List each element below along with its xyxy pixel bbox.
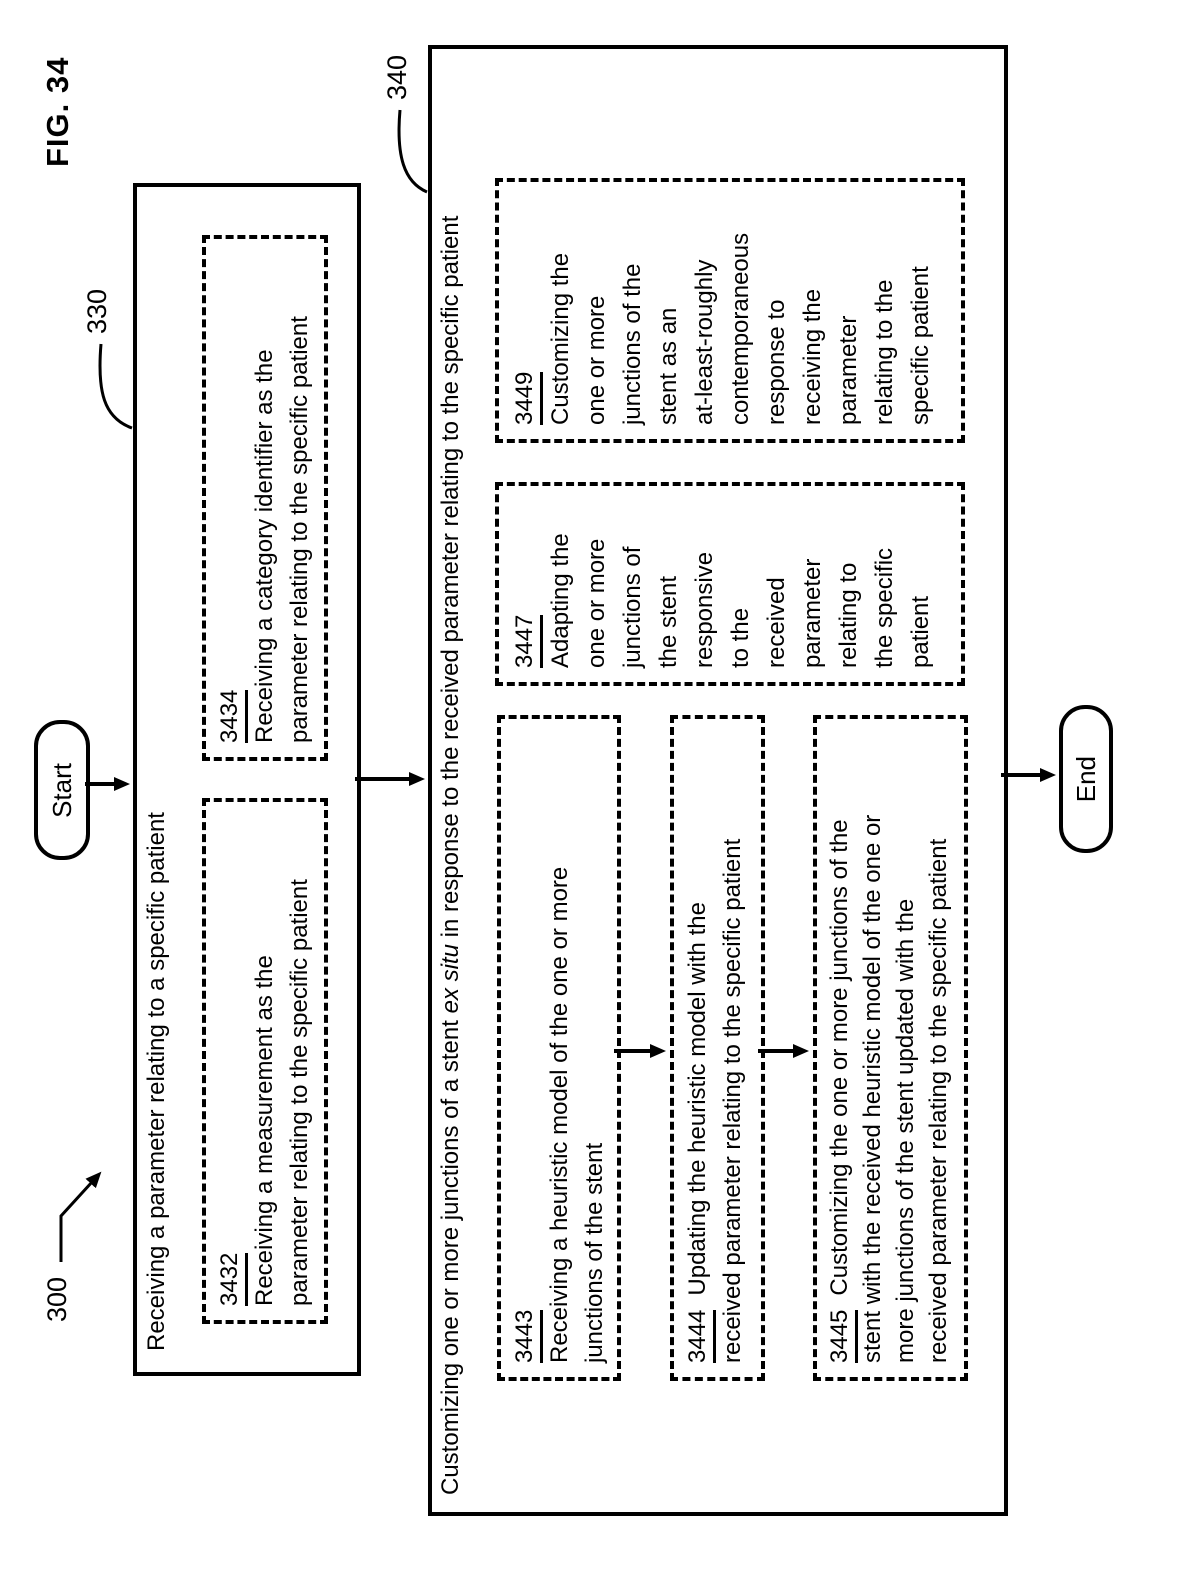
- text-line: junctions of the: [619, 263, 646, 425]
- text-line: junctions of: [619, 546, 646, 668]
- text-line: relating to the: [871, 279, 898, 425]
- text-line: received: [763, 577, 790, 668]
- text-line: junctions of the stent: [581, 1142, 608, 1363]
- step-3444-ref: 3444: [684, 1309, 716, 1363]
- figure-title: FIG. 34: [40, 56, 75, 168]
- text-line: parameter: [799, 558, 826, 668]
- text-line: more junctions of the stent updated with…: [892, 898, 919, 1363]
- step-3432-content: 3432 Receiving a measurement as the param…: [206, 802, 324, 1320]
- text-line: one or more: [583, 538, 610, 668]
- text-line: relating to: [835, 562, 862, 668]
- text-line: stent with the received heuristic model …: [859, 814, 886, 1363]
- text-line: Receiving a measurement as the: [251, 955, 278, 1306]
- step-ref-line: 3432: [212, 802, 248, 1306]
- text-line: received parameter relating to the speci…: [925, 838, 952, 1363]
- step-3445-content: 3445 Customizing the one or more junction…: [817, 719, 964, 1377]
- step-3444-box: 3444 Updating the heuristic model with th…: [670, 715, 765, 1381]
- step-ref-line: 3449: [507, 182, 543, 425]
- ref-label-300: 300: [42, 1276, 72, 1322]
- text-line: patient: [907, 595, 934, 668]
- step-ref-line: 3447: [507, 486, 543, 668]
- text-line: at-least-roughly: [691, 259, 718, 425]
- step-first-line: 3444 Updating the heuristic model with th…: [680, 719, 716, 1363]
- text-line: the stent: [655, 575, 682, 668]
- text-line: the specific: [871, 547, 898, 668]
- text-line: responsive: [691, 551, 718, 668]
- step-3447-ref: 3447: [511, 614, 543, 668]
- text-line: parameter relating to the specific patie…: [286, 316, 313, 743]
- step-340-title-post: in response to the received parameter re…: [437, 215, 464, 945]
- text-line: stent as an: [655, 307, 682, 425]
- step-3445-box: 3445 Customizing the one or more junction…: [813, 715, 968, 1381]
- text-line: Receiving a heuristic model of the one o…: [546, 866, 573, 1363]
- text-line: to the: [727, 607, 754, 668]
- text-line: receiving the: [799, 288, 826, 425]
- step-3432-box: 3432 Receiving a measurement as the param…: [202, 798, 328, 1324]
- text-line: parameter relating to the specific patie…: [286, 879, 313, 1306]
- step-3449-ref: 3449: [511, 371, 543, 425]
- step-3443-box: 3443 Receiving a heuristic model of the …: [497, 715, 621, 1381]
- step-3445-ref: 3445: [826, 1309, 858, 1363]
- step-3445-first-text: Customizing the one or more junctions of…: [826, 819, 853, 1296]
- step-first-line: 3445 Customizing the one or more junction…: [823, 719, 858, 1363]
- step-3434-content: 3434 Receiving a category identifier as …: [206, 239, 324, 757]
- text-line: contemporaneous: [727, 232, 754, 425]
- step-ref-line: 3434: [212, 239, 248, 743]
- ref-label-330: 330: [82, 288, 112, 334]
- end-node: End: [1059, 705, 1113, 853]
- step-340-title-pre: Customizing one or more junctions of a s…: [437, 1013, 464, 1495]
- step-340-title-italic: ex situ: [437, 944, 464, 1014]
- leader-curve-340: [397, 109, 428, 194]
- step-3447-box: 3447 Adapting the one or more junctions of…: [495, 482, 965, 686]
- text-line: received parameter relating to the speci…: [719, 838, 746, 1363]
- step-3443-content: 3443 Receiving a heuristic model of the …: [501, 719, 617, 1377]
- step-3449-content: 3449 Customizing the one or more junctions…: [499, 182, 961, 439]
- step-340-title: Customizing one or more junctions of a s…: [437, 105, 479, 1495]
- text-line: Adapting the: [547, 533, 574, 668]
- step-3443-ref: 3443: [511, 1309, 543, 1363]
- ref-label-340: 340: [382, 54, 412, 100]
- step-3449-box: 3449 Customizing the one or more junctions…: [495, 178, 965, 443]
- step-3432-ref: 3432: [216, 1252, 248, 1306]
- leader-arrow-300: [59, 1171, 102, 1262]
- step-3444-content: 3444 Updating the heuristic model with th…: [674, 719, 761, 1377]
- step-330-title: Receiving a parameter relating to a spec…: [143, 812, 170, 1351]
- text-line: one or more: [583, 295, 610, 425]
- text-line: Receiving a category identifier as the: [251, 349, 278, 743]
- text-line: Customizing the: [547, 252, 574, 425]
- start-label: Start: [46, 762, 77, 818]
- text-line: response to: [763, 299, 790, 425]
- step-3434-ref: 3434: [216, 689, 248, 743]
- text-line: parameter: [835, 315, 862, 425]
- step-3434-box: 3434 Receiving a category identifier as …: [202, 235, 328, 761]
- end-label: End: [1070, 755, 1101, 803]
- step-3444-first-text: Updating the heuristic model with the: [684, 902, 711, 1296]
- step-ref-line: 3443: [507, 719, 543, 1363]
- step-340-box: [428, 45, 1008, 1516]
- leader-curve-330: [98, 343, 133, 430]
- text-line: specific patient: [907, 266, 934, 425]
- step-330-box: [133, 183, 361, 1376]
- step-3447-content: 3447 Adapting the one or more junctions of…: [499, 486, 961, 682]
- start-node: Start: [34, 720, 90, 860]
